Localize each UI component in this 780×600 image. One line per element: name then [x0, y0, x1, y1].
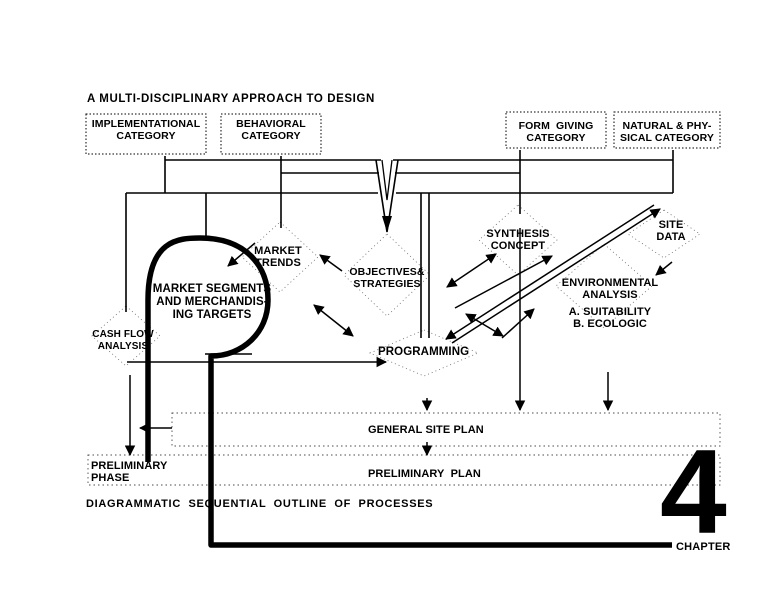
site-data-node: SITE DATA — [656, 219, 686, 243]
process-loop-line — [145, 235, 672, 548]
synthesis-concept-node: SYNTHESIS CONCEPT — [486, 228, 550, 252]
diagram-caption: DIAGRAMMATIC SEQUENTIAL OUTLINE OF PROCE… — [86, 498, 434, 510]
chapter-number: 4 — [660, 425, 727, 559]
preliminary-phase-node: PRELIMINARY PHASE — [91, 460, 168, 484]
market-trends-node: MARKET TRENDS — [254, 245, 302, 269]
page-title: A MULTI-DISCIPLINARY APPROACH TO DESIGN — [87, 93, 375, 105]
natural-physical-category-label: NATURAL & PHY- SICAL CATEGORY — [620, 120, 714, 144]
objectives-strategies-node: OBJECTIVES& STRATEGIES — [349, 266, 425, 290]
category-boxes — [85, 111, 721, 155]
cash-flow-analysis-node: CASH FLOW ANALYSIS — [92, 329, 154, 352]
flow-arrows — [124, 204, 673, 457]
preliminary-plan-node: PRELIMINARY PLAN — [368, 468, 481, 480]
environmental-analysis-node: ENVIRONMENTAL ANALYSIS — [561, 277, 659, 301]
plan-boxes — [87, 412, 721, 486]
market-segments-node: MARKET SEGMENTS AND MERCHANDIS- ING TARG… — [152, 283, 272, 321]
behavioral-category-label: BEHAVIORAL CATEGORY — [236, 118, 306, 142]
implementational-category-label: IMPLEMENTATIONAL CATEGORY — [91, 118, 201, 142]
programming-node: PROGRAMMING — [378, 346, 470, 358]
chapter-label: CHAPTER — [676, 541, 731, 553]
top-bus — [125, 150, 674, 338]
general-site-plan-node: GENERAL SITE PLAN — [368, 424, 484, 436]
suitability-ecologic-node: A. SUITABILITY B. ECOLOGIC — [568, 306, 652, 330]
form-giving-category-label: FORM GIVING CATEGORY — [518, 120, 594, 144]
